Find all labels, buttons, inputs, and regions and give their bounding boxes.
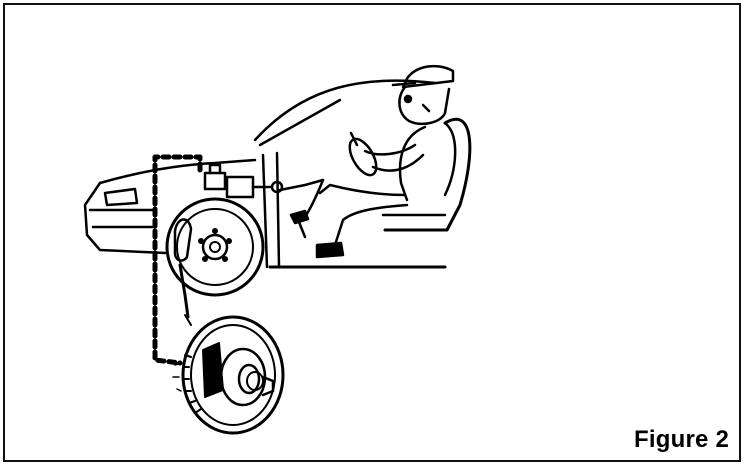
master-cylinder <box>205 165 282 197</box>
brake-pedal <box>280 180 323 237</box>
brake-rotor-detail <box>173 317 283 433</box>
driver <box>303 66 470 257</box>
figure-label: Figure 2 <box>634 426 729 454</box>
car-body <box>85 81 445 267</box>
figure-frame: Figure 2 <box>3 3 741 462</box>
brake-system-illustration <box>5 5 746 468</box>
